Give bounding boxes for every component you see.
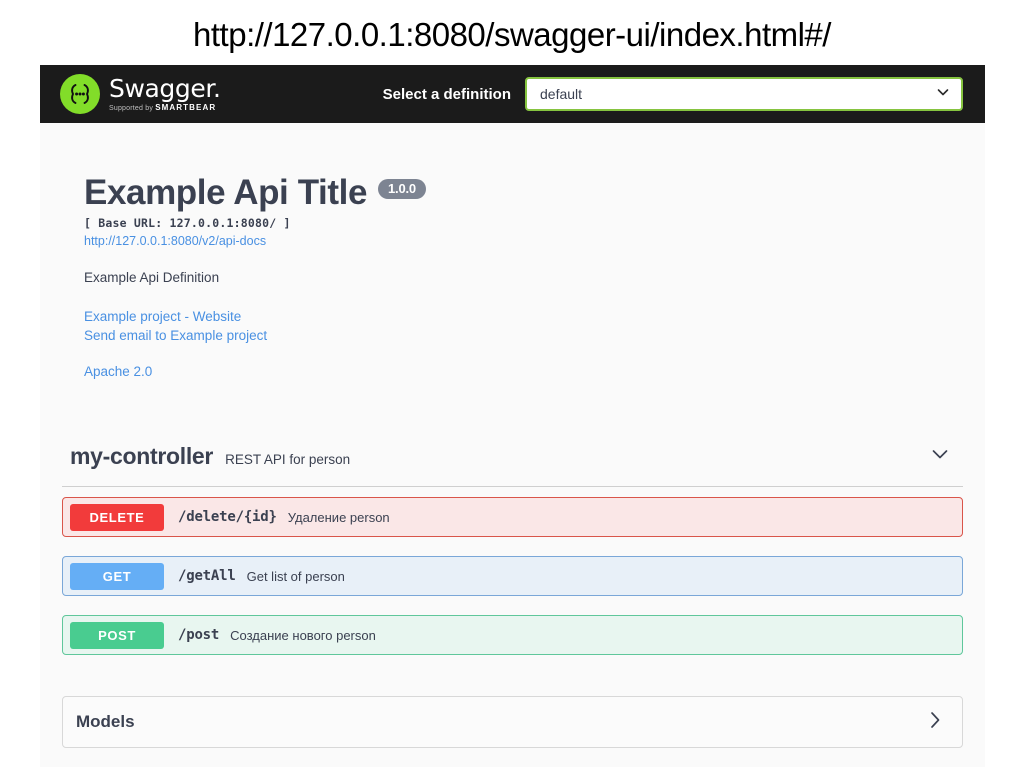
operation-row-delete[interactable]: DELETE /delete/{id} Удаление person [62,497,963,538]
api-links: Example project - Website Send email to … [84,307,963,382]
license-link[interactable]: Apache 2.0 [84,363,153,379]
tag-divider [62,486,963,488]
contact-email-link[interactable]: Send email to Example project [84,328,268,344]
api-title-row: Example Api Title 1.0.0 [84,173,963,212]
slide-url-title: http://127.0.0.1:8080/swagger-ui/index.h… [193,16,831,53]
models-title: Models [76,712,135,732]
operation-path: /delete/{id} [178,509,277,526]
logo-brand-smartbear: SMARTBEAR [155,103,217,112]
method-badge-get: GET [70,562,164,590]
page-title: Example Api Title [84,173,368,212]
operation-summary: Get list of person [246,568,345,584]
api-info-block: Example Api Title 1.0.0 [ Base URL: 127.… [62,123,963,381]
operations-list: DELETE /delete/{id} Удаление person GET … [62,497,963,656]
chevron-down-icon[interactable] [927,441,953,472]
logo-wordmark: Swagger [109,74,213,103]
models-section: Models [40,696,985,749]
operation-row-get[interactable]: GET /getAll Get list of person [62,556,963,597]
operation-summary: Удаление person [287,509,390,525]
definition-select[interactable]: default [525,77,963,111]
definition-select-value: default [540,86,583,102]
method-badge-post: POST [70,621,164,649]
tag-section-my-controller: my-controller REST API for person DELETE… [40,441,985,656]
version-badge: 1.0.0 [378,179,426,199]
models-toggle[interactable]: Models [62,696,963,749]
operation-row-post[interactable]: POST /post Создание нового person [62,615,963,656]
swagger-logo[interactable]: Swagger. Supported by SMARTBEAR [60,74,221,114]
logo-supported-by-label: Supported by [109,105,154,112]
operation-path: /getAll [178,568,236,585]
swagger-ui-app: Swagger. Supported by SMARTBEAR Select a… [40,65,985,767]
api-description: Example Api Definition [84,269,220,285]
operation-summary: Создание нового person [230,627,376,643]
website-link[interactable]: Example project - Website [84,308,242,324]
swagger-braces-icon [60,74,100,114]
tag-description: REST API for person [225,452,351,468]
base-url-text: [ Base URL: 127.0.0.1:8080/ ] [84,215,291,230]
chevron-down-icon [935,84,951,105]
tag-header[interactable]: my-controller REST API for person [62,441,963,472]
api-docs-link[interactable]: http://127.0.0.1:8080/v2/api-docs [84,233,267,248]
topbar: Swagger. Supported by SMARTBEAR Select a… [40,65,985,123]
method-badge-delete: DELETE [70,503,164,531]
logo-wordmark-dot: . [212,74,221,103]
chevron-right-icon[interactable] [922,707,948,738]
select-definition-label: Select a definition [382,85,511,103]
swagger-content: Example Api Title 1.0.0 [ Base URL: 127.… [40,123,985,381]
operation-path: /post [178,627,220,644]
tag-name: my-controller [70,443,214,470]
